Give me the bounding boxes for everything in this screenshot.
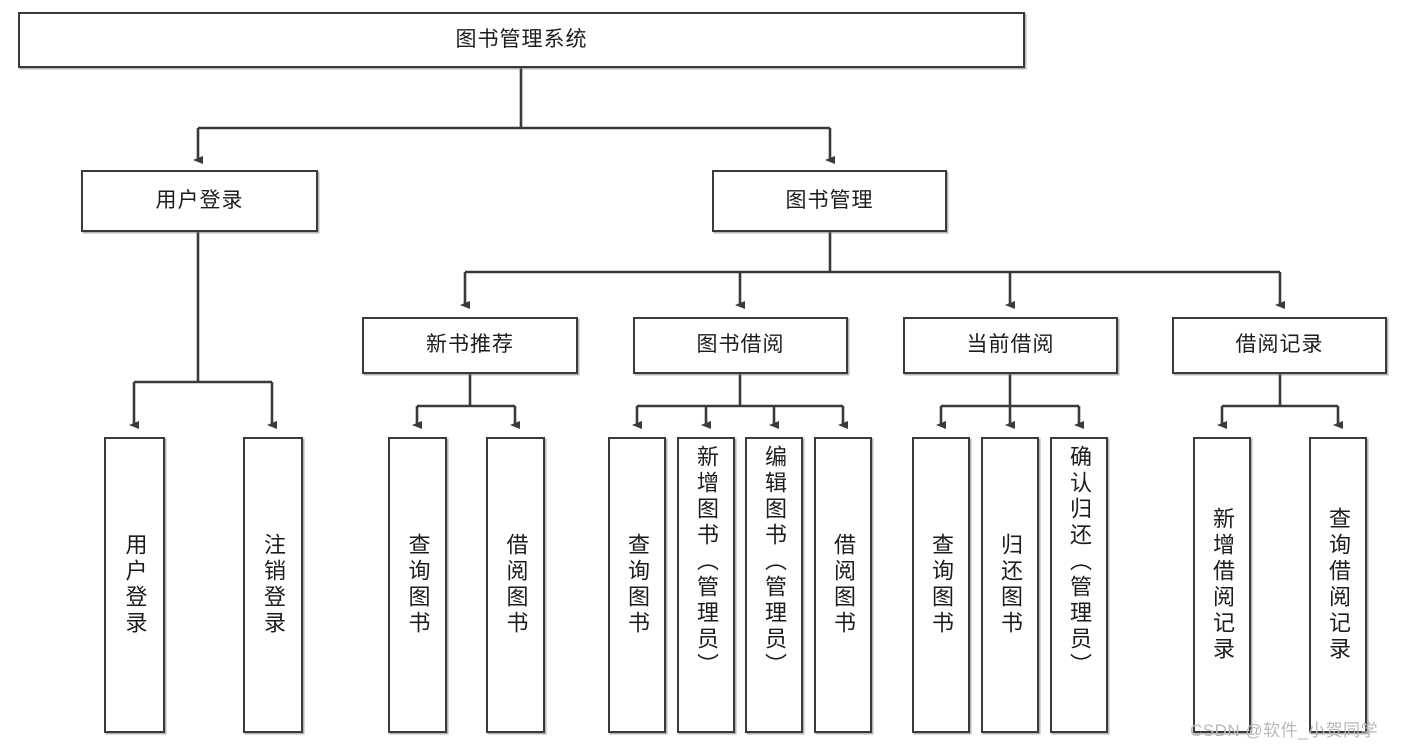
node-leaf-borrow-book-2[interactable]: 借阅图书	[814, 437, 872, 733]
node-book-manage-label: 图书管理	[785, 188, 874, 212]
node-leaf-add-book[interactable]: 新增图书（管理员）	[677, 437, 735, 733]
node-leaf-add-book-label: 新增图书（管理员）	[694, 445, 719, 679]
node-leaf-edit-book-label: 编辑图书（管理员）	[762, 445, 787, 679]
node-leaf-user-logout[interactable]: 注销登录	[243, 437, 303, 733]
node-leaf-user-logout-label: 注销登录	[261, 533, 286, 637]
node-leaf-return-book[interactable]: 归还图书	[981, 437, 1039, 733]
node-leaf-add-record[interactable]: 新增借阅记录	[1193, 437, 1251, 733]
node-leaf-user-login-label: 用户登录	[122, 533, 148, 637]
node-leaf-borrow-book-1[interactable]: 借阅图书	[486, 437, 545, 733]
node-leaf-confirm-return[interactable]: 确认归还（管理员）	[1050, 437, 1108, 733]
node-leaf-borrow-book-1-label: 借阅图书	[503, 533, 529, 637]
node-borrow-record-label: 借阅记录	[1235, 333, 1324, 357]
node-leaf-query-record-label: 查询借阅记录	[1326, 507, 1351, 663]
watermark-text: CSDN @软件_小贺同学	[1190, 721, 1379, 740]
node-borrow-record[interactable]: 借阅记录	[1172, 317, 1387, 374]
node-leaf-query-record[interactable]: 查询借阅记录	[1309, 437, 1367, 733]
node-leaf-return-book-label: 归还图书	[998, 533, 1023, 637]
node-leaf-query-book-3-label: 查询图书	[929, 533, 954, 637]
node-book-borrow-label: 图书借阅	[696, 333, 785, 357]
node-root-label: 图书管理系统	[455, 27, 588, 51]
node-current-borrow[interactable]: 当前借阅	[903, 317, 1118, 374]
node-leaf-query-book-3[interactable]: 查询图书	[912, 437, 970, 733]
node-leaf-query-book-2-label: 查询图书	[625, 533, 650, 637]
node-book-manage[interactable]: 图书管理	[712, 170, 947, 232]
node-book-borrow[interactable]: 图书借阅	[633, 317, 848, 374]
node-new-book-recommend-label: 新书推荐	[426, 333, 514, 357]
node-leaf-borrow-book-2-label: 借阅图书	[831, 533, 856, 637]
node-new-book-recommend[interactable]: 新书推荐	[362, 317, 578, 374]
node-leaf-query-book-1-label: 查询图书	[405, 533, 431, 637]
node-leaf-add-record-label: 新增借阅记录	[1210, 507, 1235, 663]
node-leaf-query-book-2[interactable]: 查询图书	[608, 437, 666, 733]
node-user-login[interactable]: 用户登录	[81, 170, 318, 232]
node-leaf-query-book-1[interactable]: 查询图书	[388, 437, 447, 733]
node-leaf-confirm-return-label: 确认归还（管理员）	[1067, 445, 1092, 679]
node-root[interactable]: 图书管理系统	[18, 12, 1025, 68]
node-current-borrow-label: 当前借阅	[966, 333, 1055, 357]
node-user-login-label: 用户登录	[155, 188, 244, 212]
node-leaf-user-login[interactable]: 用户登录	[104, 437, 165, 733]
node-leaf-edit-book[interactable]: 编辑图书（管理员）	[745, 437, 803, 733]
